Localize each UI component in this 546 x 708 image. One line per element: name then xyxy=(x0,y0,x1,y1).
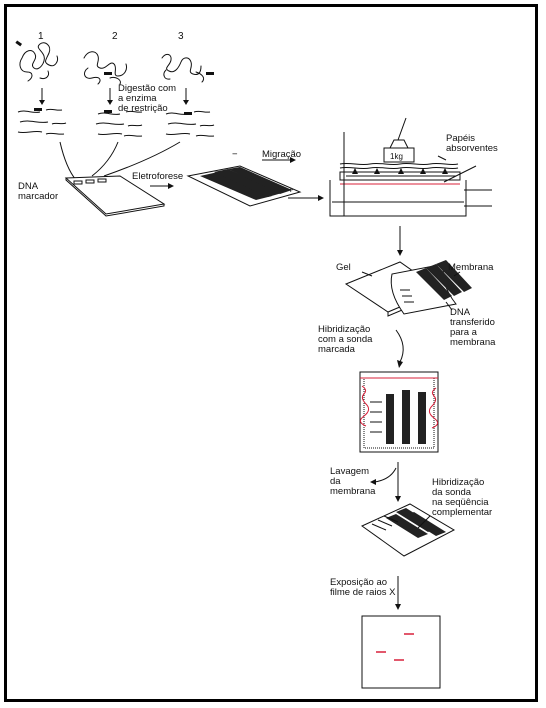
dna-transferred-label: DNA transferido para a membrana xyxy=(450,308,495,348)
migration-label: Migração xyxy=(262,150,301,160)
gel-slab xyxy=(66,176,164,216)
weight-label: 1kg xyxy=(390,152,403,162)
electrophoresis-gel xyxy=(188,166,300,206)
dna-coil-2 xyxy=(84,52,127,84)
sample-label-3: 3 xyxy=(178,31,184,42)
sample-label-2: 2 xyxy=(112,31,118,42)
exposure-label: Exposição ao filme de raios X xyxy=(330,578,395,598)
washing-label: Lavagem da membrana xyxy=(330,467,375,497)
gel-label: Gel xyxy=(336,263,351,273)
dna-coil-1 xyxy=(20,43,58,81)
hybridization-bag xyxy=(360,372,438,452)
membrane-label: Membrana xyxy=(448,263,493,273)
xray-film xyxy=(362,616,440,688)
fragments-1 xyxy=(18,109,66,134)
minus-label: − xyxy=(232,150,238,160)
fragments-2 xyxy=(96,111,142,136)
dna-coil-3 xyxy=(162,54,204,82)
digestion-label: Digestão com a enzima de restrição xyxy=(118,84,176,114)
hybridization-probe-label: Hibridização com a sonda marcada xyxy=(318,325,372,355)
hybridization-complementary-label: Hibridização da sonda na seqüência compl… xyxy=(432,478,492,518)
absorbent-papers-label: Papéis absorventes xyxy=(446,134,498,154)
dna-marker-label: DNA marcador xyxy=(18,182,58,202)
plus-label: + xyxy=(288,186,294,196)
fragments-3 xyxy=(166,111,214,136)
electrophoresis-label: Eletroforese xyxy=(132,172,183,182)
sample-label-1: 1 xyxy=(38,31,44,42)
